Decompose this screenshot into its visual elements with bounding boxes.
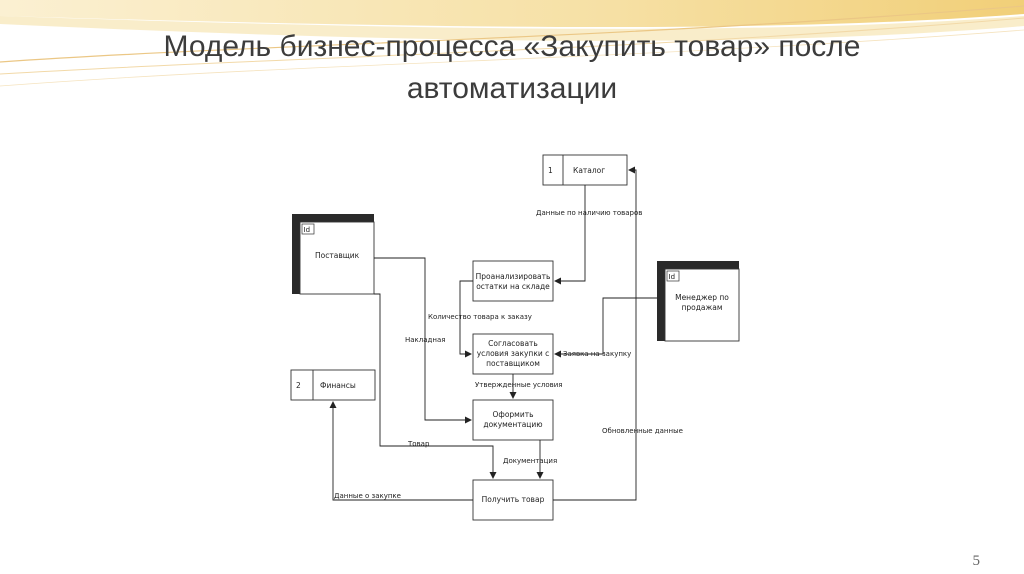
catalog-number: 1 [548, 166, 553, 175]
process-receive-goods: Получить товар [472, 479, 554, 521]
process-analyze-stock: Проанализировать остатки на складе [472, 260, 554, 302]
catalog-data-store: 1 Каталог [542, 154, 628, 186]
process-agree-terms: Согласовать условия закупки с поставщико… [472, 333, 554, 375]
manager-tag: Id [669, 273, 676, 281]
flow-supplier-to-docs [374, 257, 472, 424]
label-order-qty: Количество товара к заказу [428, 313, 532, 321]
label-invoice: Накладная [405, 336, 445, 344]
finance-label: Финансы [320, 381, 356, 390]
title-line-1: Модель бизнес-процесса «Закупить товар» … [163, 30, 861, 63]
label-updated-data: Обновленные данные [602, 427, 683, 435]
page-number: 5 [972, 553, 981, 569]
finance-data-store: 2 Финансы [290, 369, 376, 401]
catalog-label: Каталог [573, 166, 605, 175]
flow-catalog-to-analyze [554, 185, 586, 285]
flow-receive-to-finance [329, 401, 473, 501]
slide-title: Модель бизнес-процесса «Закупить товар» … [60, 26, 964, 110]
sales-manager-entity: Id Менеджер по продажам [657, 261, 740, 342]
label-approved-terms: Утвержденные условия [475, 381, 563, 389]
analyze-line1: Проанализировать [476, 272, 551, 281]
manager-label-line2: продажам [681, 303, 722, 312]
analyze-line2: остатки на складе [476, 282, 550, 291]
title-line-2: автоматизации [406, 72, 618, 105]
docs-line1: Оформить [493, 410, 534, 419]
process-documentation: Оформить документацию [472, 399, 554, 441]
supplier-entity: Id Поставщик [292, 214, 375, 295]
docs-line2: документацию [483, 420, 542, 429]
flow-analyze-to-agree [459, 280, 473, 358]
flow-receive-to-catalog [553, 166, 637, 501]
supplier-label: Поставщик [315, 251, 360, 260]
label-goods: Товар [407, 440, 430, 448]
label-documentation: Документация [503, 457, 557, 465]
supplier-tag: Id [304, 226, 311, 234]
agree-line1: Согласовать [488, 339, 538, 348]
label-stock-data: Данные по наличию товаров [536, 209, 642, 217]
label-purchase-data: Данные о закупке [334, 492, 401, 500]
agree-line3: поставщиком [486, 359, 540, 368]
finance-number: 2 [296, 381, 301, 390]
flow-manager-to-agree [554, 297, 657, 358]
flow-supplier-to-receive [374, 293, 497, 479]
manager-label-line1: Менеджер по [675, 293, 729, 302]
receive-line1: Получить товар [482, 495, 545, 504]
agree-line2: условия закупки с [477, 349, 550, 358]
label-purchase-request: Заявка на закупку [563, 350, 631, 358]
